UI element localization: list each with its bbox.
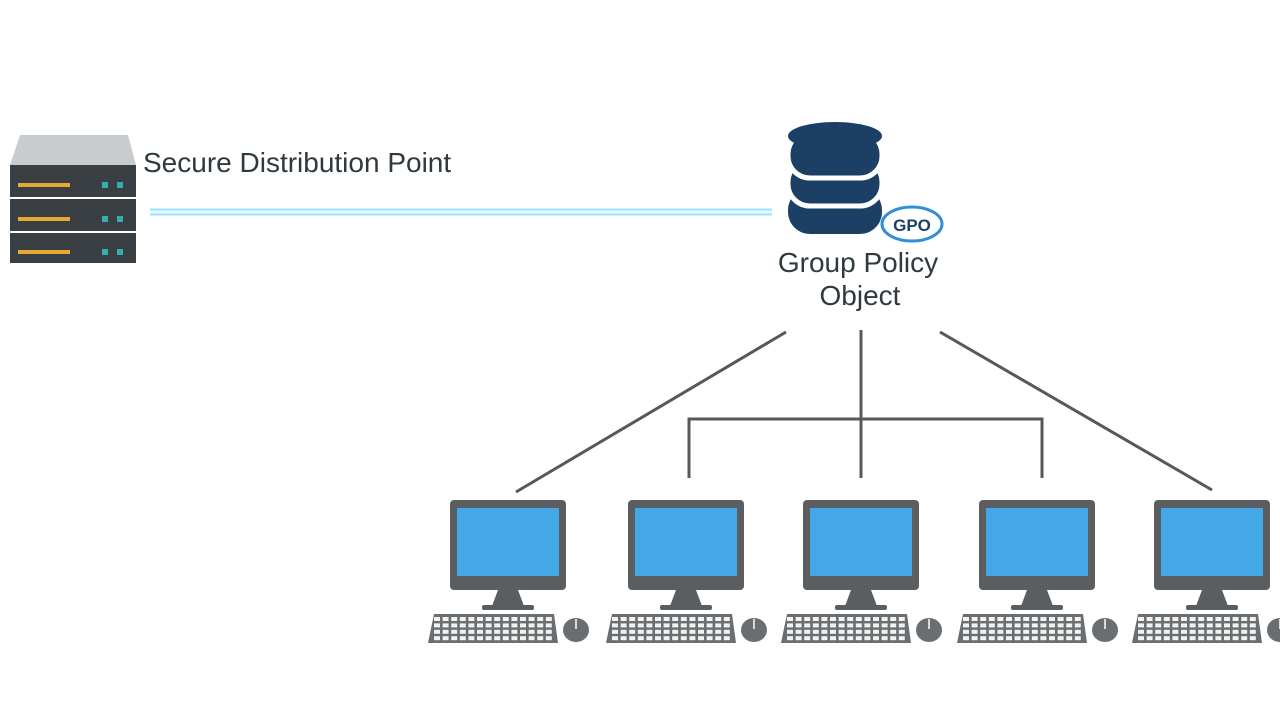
keyboard-icon [1132,614,1262,643]
desktop-computer-icon [1132,500,1280,643]
connector-lines [515,330,1213,494]
keyboard-icon [606,614,736,643]
mouse-icon [916,618,942,642]
server-rack-icon [10,135,136,263]
mouse-icon [1092,618,1118,642]
desktop-computer-icon [606,500,767,643]
client-computers [428,500,1280,643]
mouse-icon [563,618,589,642]
gpo-badge-text: GPO [893,216,931,235]
gpo-badge: GPO [880,205,944,243]
keyboard-icon [428,614,558,643]
mouse-icon [1267,618,1280,642]
desktop-computer-icon [957,500,1118,643]
distribution-point-label: Secure Distribution Point [143,147,451,178]
desktop-computer-icon [428,500,589,643]
gpo-label-line2: Object [820,280,901,311]
database-stack-icon [785,122,885,234]
keyboard-icon [781,614,911,643]
gpo-label-line1: Group Policy [778,247,938,278]
keyboard-icon [957,614,1087,643]
mouse-icon [741,618,767,642]
desktop-computer-icon [781,500,942,643]
